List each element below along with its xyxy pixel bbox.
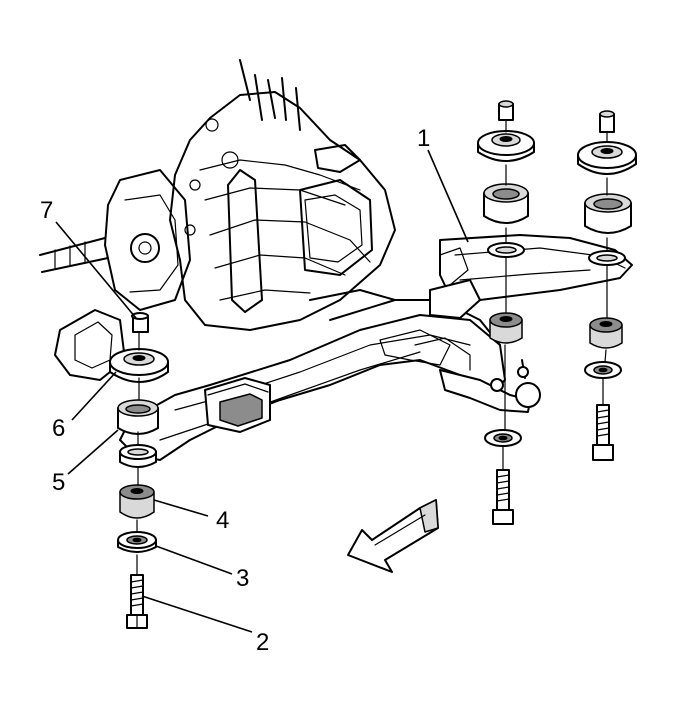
washer-b bbox=[584, 361, 622, 379]
callout-1: 1 bbox=[417, 125, 430, 152]
bolt-a bbox=[492, 469, 514, 525]
upper-cushion bbox=[117, 399, 159, 435]
spacer-ring bbox=[119, 444, 157, 468]
callout-5: 5 bbox=[52, 469, 65, 496]
stud-cap-b bbox=[599, 110, 615, 133]
stud-cap-a bbox=[498, 100, 514, 121]
front-cradle bbox=[119, 289, 541, 461]
alignment-lines bbox=[136, 119, 608, 576]
callout-4: 4 bbox=[216, 507, 229, 534]
callout-labels: 1 2 3 4 5 6 7 bbox=[40, 125, 430, 656]
callout-3: 3 bbox=[236, 565, 249, 592]
upper-cushion-b bbox=[584, 193, 632, 234]
far-right-mount-stack bbox=[577, 110, 637, 461]
bolt-b bbox=[592, 404, 614, 461]
washer-a bbox=[484, 429, 522, 447]
left-mount-stack bbox=[109, 312, 169, 629]
lower-cushion-b bbox=[589, 317, 623, 349]
callout-leaders bbox=[55, 149, 469, 633]
callout-7: 7 bbox=[40, 197, 53, 224]
transaxle-assembly bbox=[39, 59, 396, 381]
upper-insulator-b bbox=[577, 141, 637, 175]
front-direction-arrow bbox=[347, 499, 439, 573]
lower-cushion bbox=[119, 484, 155, 519]
upper-insulator bbox=[109, 348, 169, 383]
lower-washer bbox=[117, 531, 157, 553]
upper-cushion-a bbox=[483, 183, 529, 224]
upper-insulator-a bbox=[477, 130, 535, 162]
callout-6: 6 bbox=[52, 415, 65, 442]
mount-bolt bbox=[126, 574, 148, 629]
callout-2: 2 bbox=[256, 629, 269, 656]
lower-cushion-a bbox=[489, 312, 523, 344]
spacer-a bbox=[487, 242, 525, 258]
frame-rail-bracket bbox=[429, 234, 633, 319]
spacer-b bbox=[588, 250, 626, 266]
